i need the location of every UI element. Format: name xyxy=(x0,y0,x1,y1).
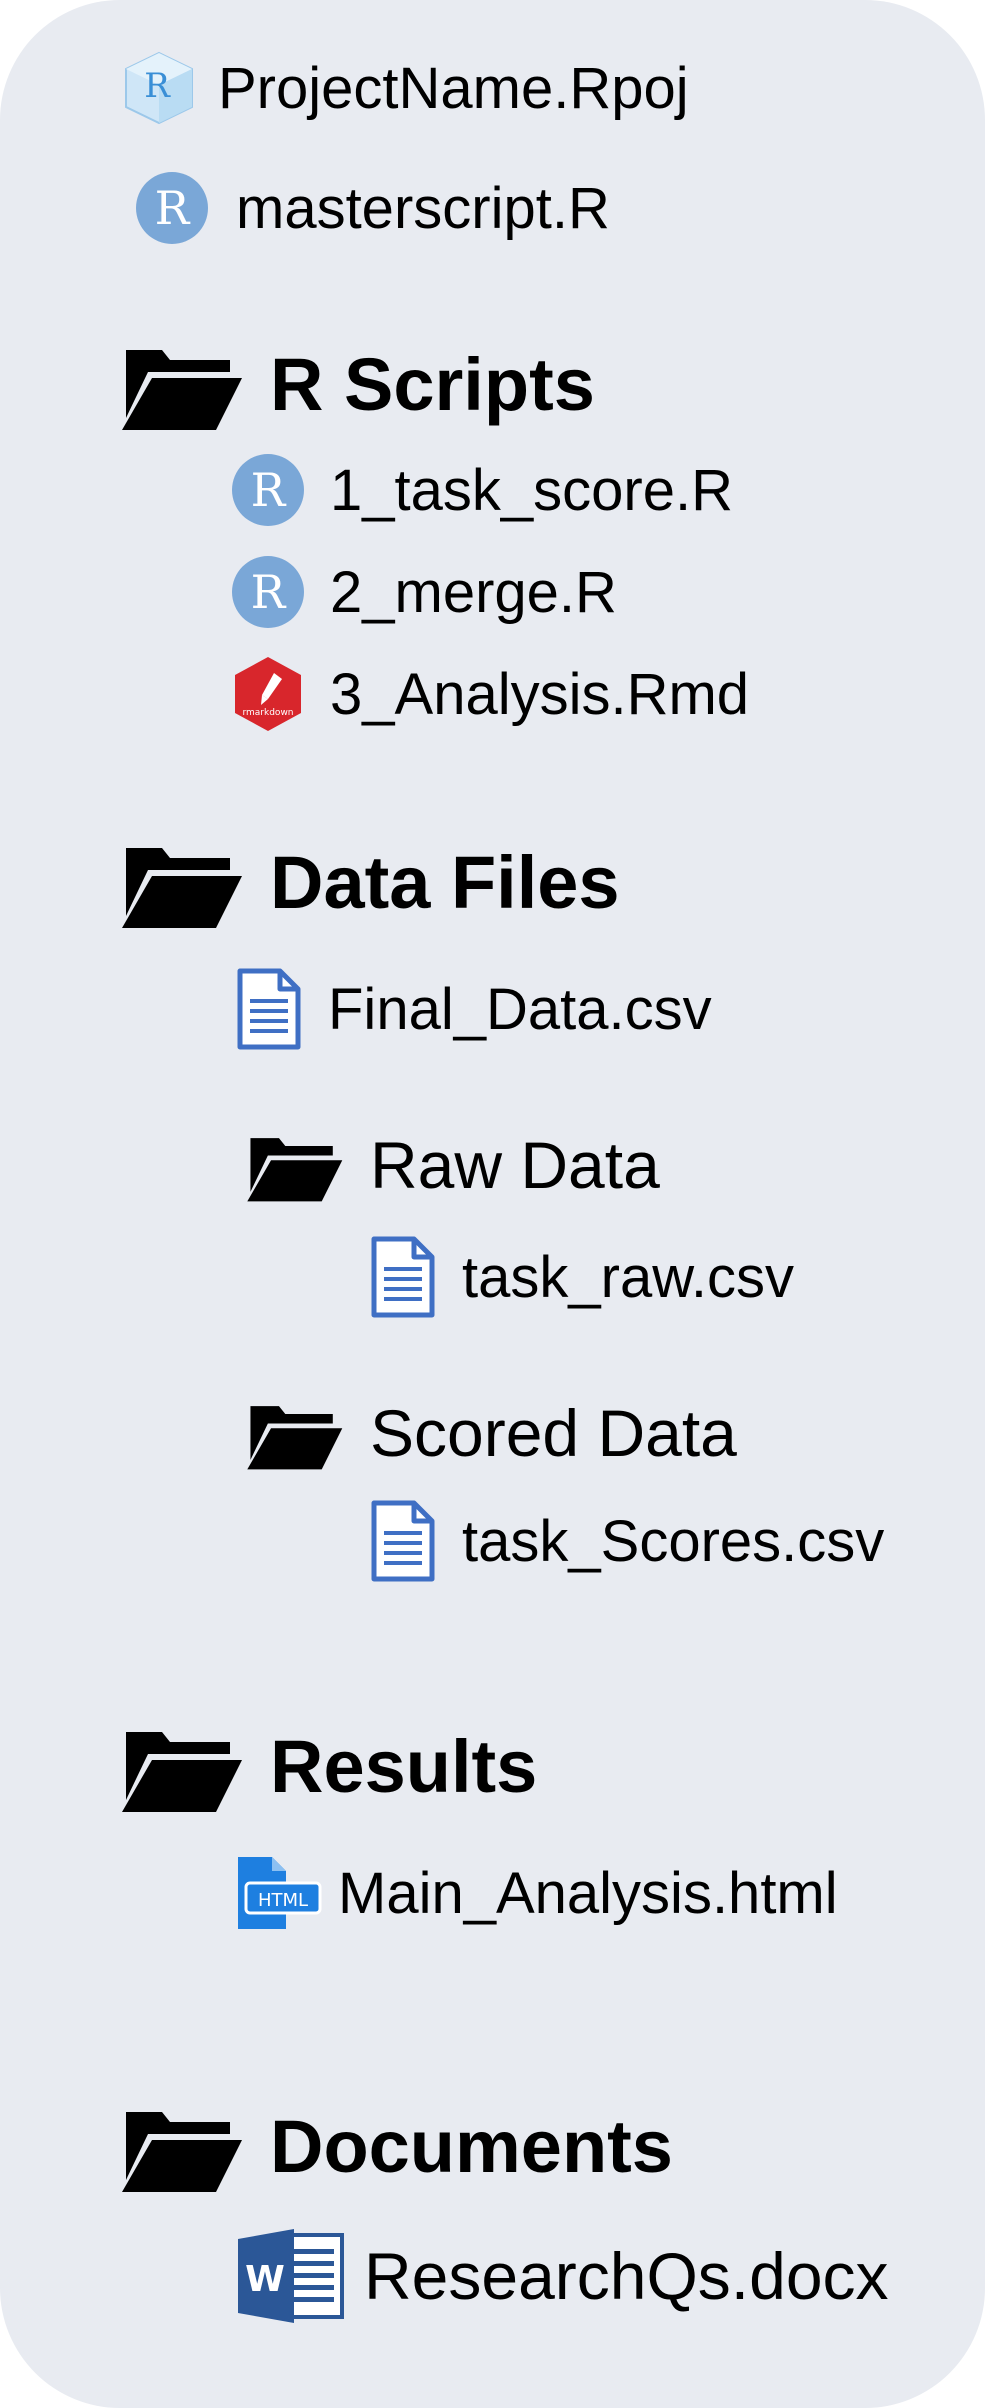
folder-icon xyxy=(244,1127,344,1203)
folder-data-files[interactable]: Data Files xyxy=(118,832,620,932)
r-script-icon: R xyxy=(136,172,208,244)
tree-item-csv[interactable]: Final_Data.csv xyxy=(236,964,712,1054)
html-file-icon: HTML xyxy=(234,1853,324,1933)
tree-item-master-script[interactable]: R masterscript.R xyxy=(136,168,610,248)
tree-item-r-script[interactable]: R 1_task_score.R xyxy=(232,450,733,530)
subfolder-scored-data[interactable]: Scored Data xyxy=(244,1388,737,1478)
svg-text:W: W xyxy=(245,2259,285,2300)
word-icon: W xyxy=(236,2227,348,2325)
folder-documents[interactable]: Documents xyxy=(118,2096,673,2196)
svg-text:HTML: HTML xyxy=(258,1890,308,1911)
tree-item-label: Final_Data.csv xyxy=(328,976,712,1042)
folder-label: R Scripts xyxy=(270,342,595,426)
svg-text:rmarkdown: rmarkdown xyxy=(242,708,293,718)
tree-item-label: 1_task_score.R xyxy=(330,457,733,523)
tree-item-label: 3_Analysis.Rmd xyxy=(330,661,750,727)
folder-label: Results xyxy=(270,1724,538,1808)
r-script-icon: R xyxy=(232,556,304,628)
tree-item-project-file[interactable]: R ProjectName.Rpoj xyxy=(120,48,689,128)
tree-item-label: task_Scores.csv xyxy=(462,1508,885,1574)
folder-icon xyxy=(118,1718,244,1814)
r-script-icon: R xyxy=(232,454,304,526)
tree-item-label: ResearchQs.docx xyxy=(364,2239,889,2313)
folder-label: Scored Data xyxy=(370,1396,737,1470)
folder-label: Data Files xyxy=(270,840,620,924)
tree-item-csv[interactable]: task_Scores.csv xyxy=(370,1496,884,1586)
tree-item-label: Main_Analysis.html xyxy=(338,1860,838,1926)
document-icon xyxy=(370,1235,436,1319)
tree-item-r-script[interactable]: R 2_merge.R xyxy=(232,552,617,632)
tree-item-label: task_raw.csv xyxy=(462,1244,794,1310)
document-icon xyxy=(236,967,302,1051)
rmarkdown-icon: rmarkdown xyxy=(232,655,304,733)
folder-results[interactable]: Results xyxy=(118,1716,537,1816)
folder-icon xyxy=(244,1395,344,1471)
tree-item-label: ProjectName.Rpoj xyxy=(218,55,689,121)
tree-item-html[interactable]: HTML Main_Analysis.html xyxy=(234,1848,838,1938)
folder-r-scripts[interactable]: R Scripts xyxy=(118,334,595,434)
document-icon xyxy=(370,1499,436,1583)
folder-icon xyxy=(118,2098,244,2194)
tree-item-label: 2_merge.R xyxy=(330,559,617,625)
folder-label: Documents xyxy=(270,2104,673,2188)
tree-item-rmarkdown[interactable]: rmarkdown 3_Analysis.Rmd xyxy=(232,654,749,734)
folder-label: Raw Data xyxy=(370,1128,660,1202)
tree-item-label: masterscript.R xyxy=(236,175,610,241)
tree-item-csv[interactable]: task_raw.csv xyxy=(370,1232,794,1322)
subfolder-raw-data[interactable]: Raw Data xyxy=(244,1120,660,1210)
rproj-icon: R xyxy=(120,49,198,127)
tree-item-docx[interactable]: W ResearchQs.docx xyxy=(236,2226,889,2326)
folder-icon xyxy=(118,834,244,930)
folder-icon xyxy=(118,336,244,432)
svg-text:R: R xyxy=(144,66,171,106)
